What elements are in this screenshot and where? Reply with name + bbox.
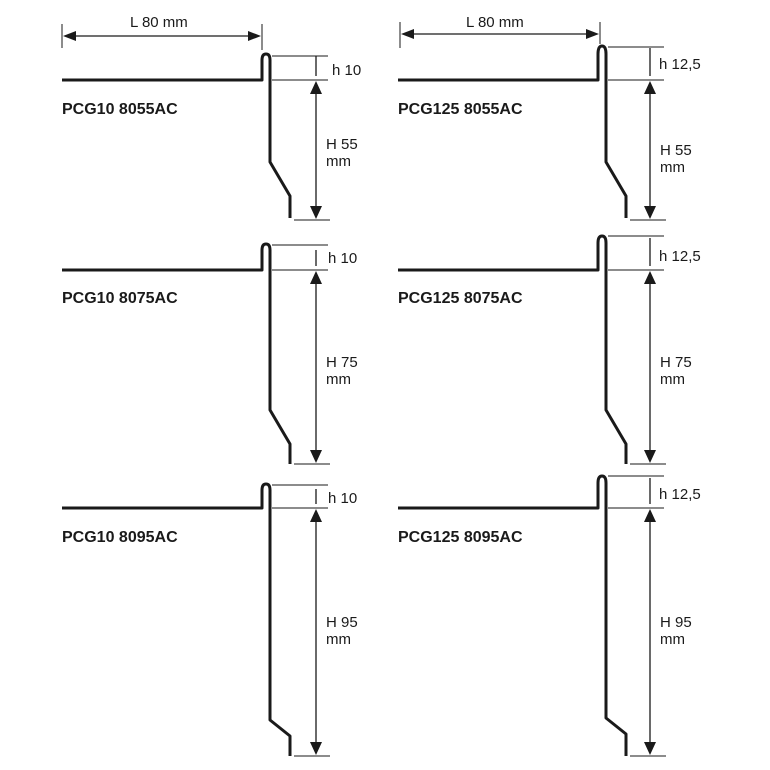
product-code: PCG10 8075AC <box>62 290 178 307</box>
profile-outline <box>398 44 628 218</box>
H-dimension: H 95 mm <box>294 509 358 757</box>
h-dimension: h 12,5 <box>608 46 701 81</box>
product-code: PCG125 8075AC <box>398 290 523 307</box>
h-dimension: h 10 <box>272 244 357 271</box>
length-dimension: L 80 mm <box>61 14 263 50</box>
h-label: h 10 <box>332 62 361 79</box>
profile-outline <box>398 474 628 756</box>
profile-outline <box>398 234 628 464</box>
h-label: h 12,5 <box>659 248 701 265</box>
h-label: h 10 <box>328 490 357 507</box>
H-unit-label: mm <box>326 153 351 170</box>
H-label: H 95 <box>326 614 358 631</box>
h-dimension: h 10 <box>272 484 357 509</box>
length-label: L 80 mm <box>130 14 188 31</box>
H-dimension: H 55 mm <box>294 81 358 221</box>
product-code: PCG10 8095AC <box>62 529 178 546</box>
H-unit-label: mm <box>660 371 685 388</box>
H-label: H 75 <box>660 354 692 371</box>
profile-pcg125-8095ac: h 12,5 H 95 mm PCG125 8095AC <box>398 474 701 757</box>
h-dimension: h 10 <box>272 55 361 81</box>
profile-pcg10-8075ac: h 10 H 75 mm PCG10 8075AC <box>62 242 358 465</box>
H-unit-label: mm <box>326 631 351 648</box>
H-dimension: H 95 mm <box>630 509 692 757</box>
h-label: h 12,5 <box>659 56 701 73</box>
h-label: h 12,5 <box>659 486 701 503</box>
H-label: H 55 <box>326 136 358 153</box>
product-code: PCG125 8095AC <box>398 529 523 546</box>
product-code: PCG125 8055AC <box>398 101 523 118</box>
product-code: PCG10 8055AC <box>62 101 178 118</box>
profile-outline <box>62 242 292 464</box>
H-unit-label: mm <box>660 631 685 648</box>
profile-pcg125-8055ac: L 80 mm h 12,5 H 55 mm PCG125 8055AC <box>398 14 701 221</box>
H-label: H 55 <box>660 142 692 159</box>
H-label: H 75 <box>326 354 358 371</box>
H-dimension: H 55 mm <box>630 81 692 221</box>
profile-pcg10-8095ac: h 10 H 95 mm PCG10 8095AC <box>62 482 358 757</box>
H-unit-label: mm <box>326 371 351 388</box>
h-label: h 10 <box>328 250 357 267</box>
profile-pcg125-8075ac: h 12,5 H 75 mm PCG125 8075AC <box>398 234 701 465</box>
length-label: L 80 mm <box>466 14 524 31</box>
length-dimension: L 80 mm <box>399 14 601 48</box>
h-dimension: h 12,5 <box>608 235 701 271</box>
profile-outline <box>62 52 292 218</box>
H-dimension: H 75 mm <box>630 271 692 465</box>
H-dimension: H 75 mm <box>294 271 358 465</box>
profile-pcg10-8055ac: L 80 mm h 10 H 55 mm PCG10 8055AC <box>61 14 361 221</box>
H-label: H 95 <box>660 614 692 631</box>
H-unit-label: mm <box>660 159 685 176</box>
profile-outline <box>62 482 292 756</box>
h-dimension: h 12,5 <box>608 475 701 509</box>
